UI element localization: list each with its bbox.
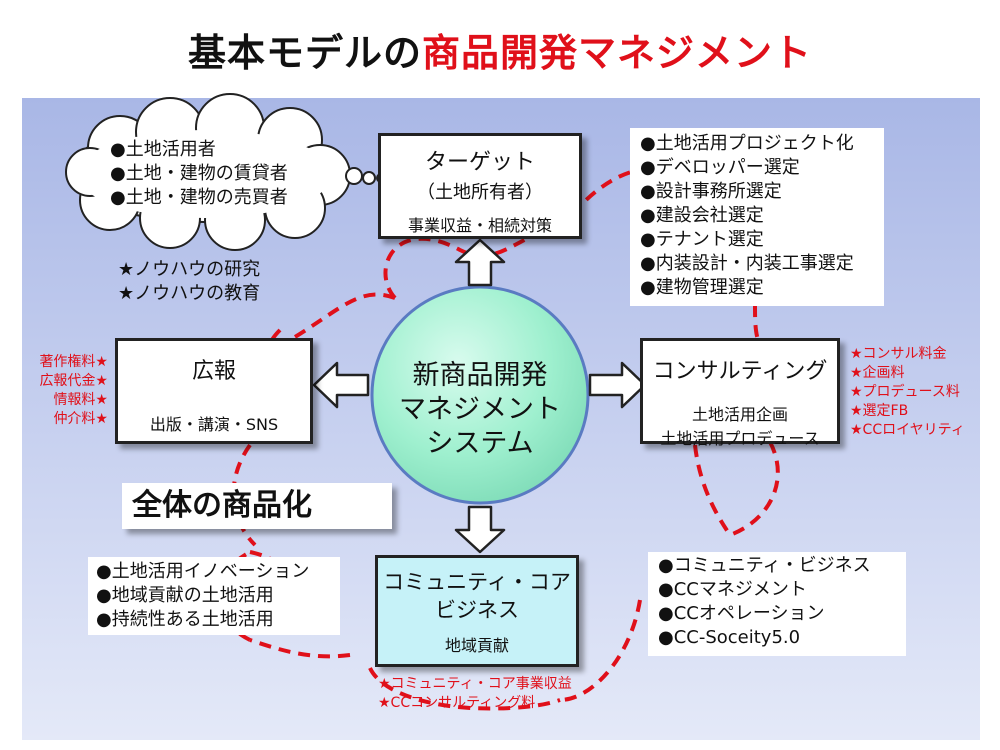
center-circle	[370, 285, 590, 505]
arrow-right	[588, 361, 647, 409]
cc-item: ●コミュニティ・ビジネス	[658, 555, 871, 576]
pr-fee-list: 著作権料★ 広報代金★ 情報料★ 仲介料★	[24, 353, 108, 429]
community-fee: ★コミュニティ・コア事業収益	[378, 676, 572, 692]
pr-title: 広報	[191, 359, 236, 384]
cc-item: ●CCマネジメント	[658, 579, 807, 600]
consulting-fee: ★コンサル料金	[850, 346, 947, 362]
title-part2: 商品開発マネジメント	[422, 31, 813, 75]
consulting-fee: ★選定FB	[850, 403, 909, 419]
knowhow-list: ★ノウハウの研究 ★ノウハウの教育	[118, 258, 260, 306]
community-title: コミュニティ・コア	[383, 570, 571, 594]
consulting-task: ●土地活用プロジェクト化	[640, 133, 854, 154]
cc-list: ●コミュニティ・ビジネス ●CCマネジメント ●CCオペレーション ●CC-So…	[648, 552, 906, 656]
consulting-task-list: ●土地活用プロジェクト化 ●デベロッパー選定 ●設計事務所選定 ●建設会社選定 …	[630, 128, 884, 306]
consulting-box: コンサルティング 土地活用企画 土地活用プロデュース	[640, 338, 840, 448]
consulting-task: ●内装設計・内装工事選定	[640, 253, 854, 274]
cloud-bubble-2	[362, 171, 376, 185]
center-line: マネジメント	[399, 394, 561, 425]
center-line: システム	[426, 428, 534, 459]
consulting-note: 土地活用企画	[691, 405, 788, 424]
consulting-title: コンサルティング	[652, 359, 828, 384]
cloud-item: ●土地活用者	[110, 139, 216, 160]
consulting-note: 土地活用プロデュース	[660, 429, 820, 448]
consulting-task: ●テナント選定	[640, 229, 764, 250]
cloud-inner	[77, 130, 333, 218]
cc-item: ●CC-Soceity5.0	[658, 627, 801, 648]
cc-item: ●CCオペレーション	[658, 603, 825, 624]
innovation-item: ●持続性ある土地活用	[96, 609, 274, 630]
consulting-task: ●設計事務所選定	[640, 181, 782, 202]
innovation-item: ●地域貢献の土地活用	[96, 585, 274, 606]
target-note: 事業収益・相続対策	[407, 216, 552, 235]
pr-fee: 仲介料★	[53, 411, 108, 427]
consulting-fee: ★プロデュース料	[850, 384, 960, 400]
cloud-item: ●土地・建物の売買者	[110, 187, 288, 208]
cloud-bubble-1	[345, 167, 363, 185]
arrow-left	[312, 361, 370, 409]
pr-fee: 広報代金★	[39, 373, 108, 389]
pr-note: 出版・講演・SNS	[149, 415, 279, 434]
page-title: 基本モデルの商品開発マネジメント	[0, 22, 1000, 77]
consulting-task: ●建設会社選定	[640, 205, 764, 226]
cloud-item: ●土地・建物の賃貸者	[110, 163, 288, 184]
target-subtitle: （土地所有者）	[417, 182, 543, 203]
community-fee-list: ★コミュニティ・コア事業収益 ★CCコンサルティング料	[378, 675, 572, 713]
center-label: 新商品開発 マネジメント システム	[373, 325, 587, 495]
cloud-list: ●土地活用者 ●土地・建物の賃貸者 ●土地・建物の売買者	[110, 138, 288, 210]
community-note: 地域貢献	[444, 636, 509, 655]
arrow-up	[454, 238, 506, 287]
consulting-task: ●建物管理選定	[640, 277, 764, 298]
community-title: ビジネス	[435, 598, 519, 622]
whole-productization-label: 全体の商品化	[122, 483, 392, 529]
consulting-fee: ★企画料	[850, 365, 905, 381]
title-part1: 基本モデルの	[187, 31, 422, 75]
knowhow-item: ★ノウハウの研究	[118, 259, 261, 280]
consulting-task: ●デベロッパー選定	[640, 157, 800, 178]
arrow-down	[454, 505, 506, 554]
arrows	[312, 238, 647, 554]
consulting-fee-list: ★コンサル料金 ★企画料 ★プロデュース料 ★選定FB ★CCロイヤリティ	[850, 345, 965, 440]
innovation-item: ●土地活用イノベーション	[96, 561, 310, 582]
knowhow-item: ★ノウハウの教育	[118, 283, 261, 304]
pr-fee: 著作権料★	[39, 354, 108, 370]
target-box: ターゲット （土地所有者） 事業収益・相続対策	[378, 133, 582, 239]
target-title: ターゲット	[424, 150, 535, 175]
pr-box: 広報 出版・講演・SNS	[115, 338, 313, 444]
community-box: コミュニティ・コア ビジネス 地域貢献	[375, 555, 579, 667]
consulting-fee: ★CCロイヤリティ	[850, 422, 965, 438]
center-line: 新商品開発	[412, 360, 548, 391]
community-fee: ★CCコンサルティング料	[378, 695, 536, 711]
pr-fee: 情報料★	[53, 392, 108, 408]
innovation-list: ●土地活用イノベーション ●地域貢献の土地活用 ●持続性ある土地活用	[88, 557, 340, 635]
